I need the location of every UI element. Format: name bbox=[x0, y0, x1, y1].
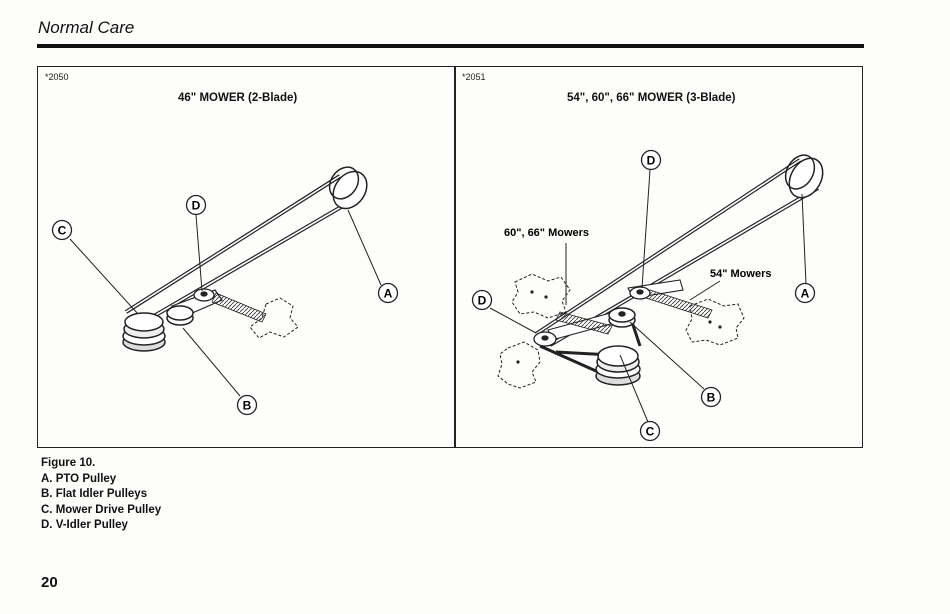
right-v-idler-pulley-upper bbox=[630, 287, 650, 299]
svg-text:D: D bbox=[192, 199, 201, 213]
left-leader-b bbox=[183, 328, 240, 396]
left-v-idler-pulley bbox=[194, 289, 214, 301]
svg-text:B: B bbox=[243, 399, 252, 413]
right-flat-idler-pulley bbox=[609, 308, 635, 327]
left-leader-a bbox=[348, 210, 381, 285]
figure-caption: Figure 10. A. PTO Pulley B. Flat Idler P… bbox=[41, 456, 161, 534]
svg-text:D: D bbox=[647, 154, 656, 168]
left-leader-c bbox=[70, 239, 138, 314]
right-leader-d-left bbox=[490, 308, 536, 333]
right-callout-a: A bbox=[796, 284, 815, 303]
left-callout-d: D bbox=[187, 196, 206, 215]
left-pto-pulley bbox=[324, 162, 374, 215]
right-mower-drive-pulley bbox=[596, 346, 640, 385]
left-callout-c: C bbox=[53, 221, 72, 240]
right-leader-small-mowers bbox=[690, 281, 720, 300]
right-leader-d-top bbox=[642, 170, 650, 288]
right-callout-d-top: D bbox=[642, 151, 661, 170]
left-callout-a: A bbox=[379, 284, 398, 303]
svg-text:A: A bbox=[384, 287, 393, 301]
right-callout-d-left: D bbox=[473, 291, 492, 310]
right-label-large-mowers: 60", 66" Mowers bbox=[504, 227, 589, 239]
svg-text:B: B bbox=[707, 391, 716, 405]
right-pto-pulley bbox=[780, 150, 830, 204]
svg-text:C: C bbox=[646, 425, 655, 439]
caption-item: A. PTO Pulley bbox=[41, 472, 161, 488]
caption-item: D. V-Idler Pulley bbox=[41, 518, 161, 534]
left-flat-idler-pulley bbox=[167, 306, 193, 325]
svg-text:C: C bbox=[58, 224, 67, 238]
right-label-small-mowers: 54" Mowers bbox=[710, 268, 771, 280]
caption-item: C. Mower Drive Pulley bbox=[41, 503, 161, 519]
left-belt-assembly bbox=[126, 176, 360, 338]
svg-text:A: A bbox=[801, 287, 810, 301]
right-leader-a bbox=[802, 194, 806, 284]
page-number: 20 bbox=[41, 574, 58, 591]
right-callout-c: C bbox=[641, 422, 660, 441]
svg-text:D: D bbox=[478, 294, 487, 308]
caption-item: B. Flat Idler Pulleys bbox=[41, 487, 161, 503]
left-callout-b: B bbox=[238, 396, 257, 415]
caption-title: Figure 10. bbox=[41, 456, 161, 472]
right-callout-b: B bbox=[702, 388, 721, 407]
left-mower-drive-pulley bbox=[123, 313, 165, 351]
right-leader-b bbox=[630, 322, 704, 389]
left-leader-d bbox=[196, 215, 202, 291]
right-v-idler-pulley-lower bbox=[534, 332, 556, 346]
